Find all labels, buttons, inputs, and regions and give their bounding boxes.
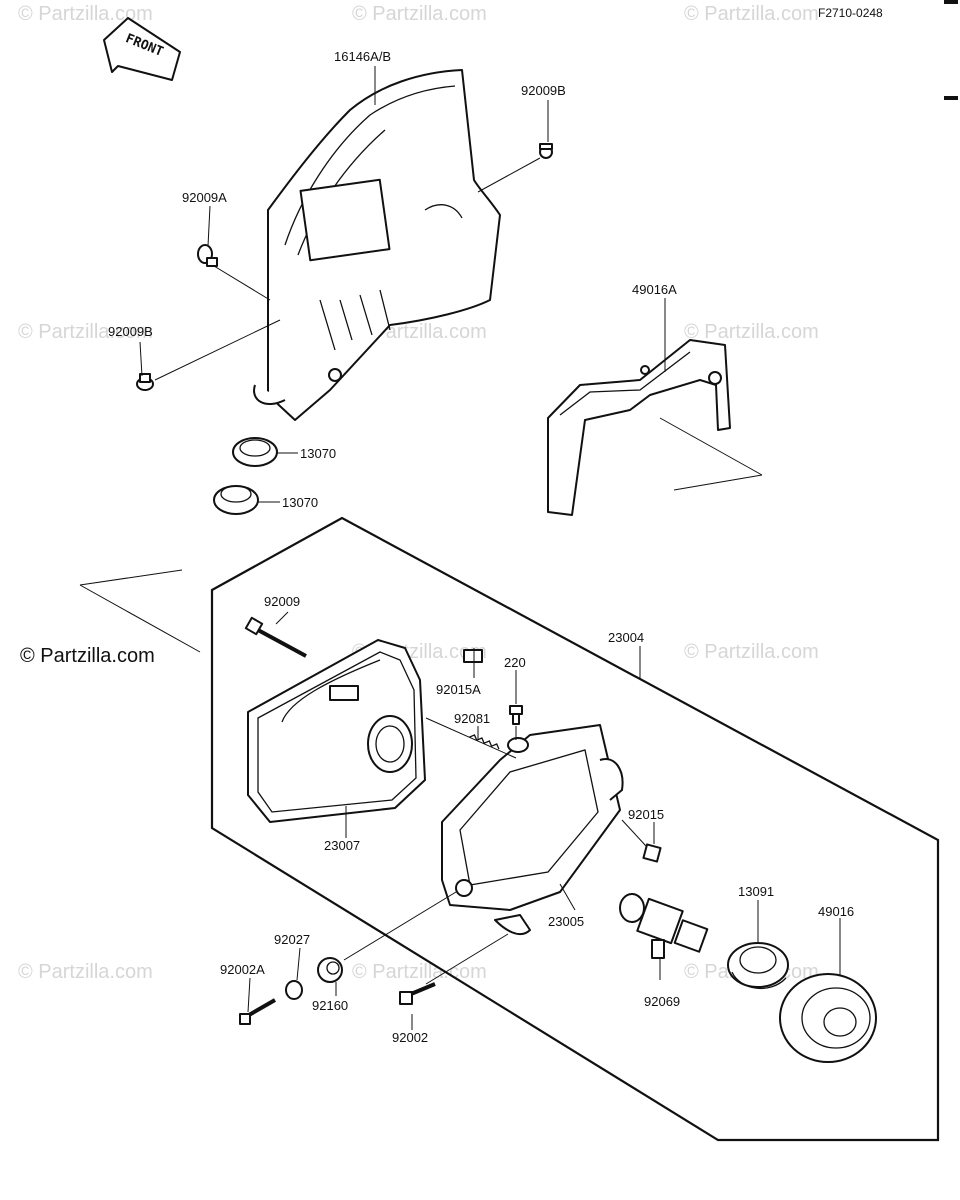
collar-92027 <box>285 980 303 1000</box>
watermark: © Partzilla.com <box>684 641 819 663</box>
screw-92009b-left <box>136 373 154 391</box>
label-92009b-left: 92009B <box>108 324 153 339</box>
lamp-unit-23007 <box>247 639 426 823</box>
corner-mark <box>944 0 958 4</box>
socket-13091 <box>727 942 789 990</box>
headlight-cover <box>253 69 501 421</box>
watermark: © Partzilla.com <box>684 321 819 343</box>
label-92160: 92160 <box>312 998 348 1013</box>
figure-code: F2710-0248 <box>818 6 883 20</box>
grommet-13070-lower <box>213 485 259 515</box>
assembly-23004-frame <box>210 516 940 1142</box>
watermark: © Partzilla.com <box>18 3 153 25</box>
label-92081: 92081 <box>454 711 490 726</box>
watermark: © Partzilla.com <box>352 961 487 983</box>
label-23004: 23004 <box>608 630 644 645</box>
nut-92015 <box>642 843 662 863</box>
label-220: 220 <box>504 655 526 670</box>
label-92069: 92069 <box>644 994 680 1009</box>
corner-mark <box>944 96 958 100</box>
label-13070-lower: 13070 <box>282 495 318 510</box>
leader-lines <box>79 66 841 1030</box>
screw-220 <box>509 705 523 725</box>
label-92009b-top: 92009B <box>521 83 566 98</box>
watermark: © Partzilla.com <box>18 961 153 983</box>
bulb-92069 <box>619 893 709 959</box>
watermark: © Partzilla.com <box>352 3 487 25</box>
clip-92015a <box>463 649 483 663</box>
watermark: © Partzilla.com <box>18 321 153 343</box>
label-92027: 92027 <box>274 932 310 947</box>
bushing-92160 <box>317 957 343 983</box>
label-92002a: 92002A <box>220 962 265 977</box>
part-labels: 16146A/B 92009B 92009A 92009B 13070 1307… <box>108 49 854 1045</box>
bracket-49016a <box>547 339 731 516</box>
screw-92009b-top <box>539 143 553 159</box>
watermark-prominent: © Partzilla.com <box>20 645 155 667</box>
label-92015: 92015 <box>628 807 664 822</box>
spring-92081 <box>469 734 500 750</box>
label-13070-upper: 13070 <box>300 446 336 461</box>
screw-92009a <box>197 244 218 267</box>
bolt-92002 <box>399 982 436 1005</box>
label-23005: 23005 <box>548 914 584 929</box>
label-16146ab: 16146A/B <box>334 49 391 64</box>
boot-49016 <box>779 973 877 1063</box>
label-92002: 92002 <box>392 1030 428 1045</box>
housing-23005 <box>441 724 624 936</box>
label-23007: 23007 <box>324 838 360 853</box>
label-92009a: 92009A <box>182 190 227 205</box>
label-49016a: 49016A <box>632 282 677 297</box>
front-arrow: FRONT <box>103 17 181 81</box>
label-13091: 13091 <box>738 884 774 899</box>
grommet-13070-upper <box>232 437 278 467</box>
watermark: © Partzilla.com <box>684 3 819 25</box>
bolt-92002a <box>239 998 276 1025</box>
bolt-92009 <box>244 616 307 658</box>
label-92009: 92009 <box>264 594 300 609</box>
label-92015a: 92015A <box>436 682 481 697</box>
label-49016: 49016 <box>818 904 854 919</box>
